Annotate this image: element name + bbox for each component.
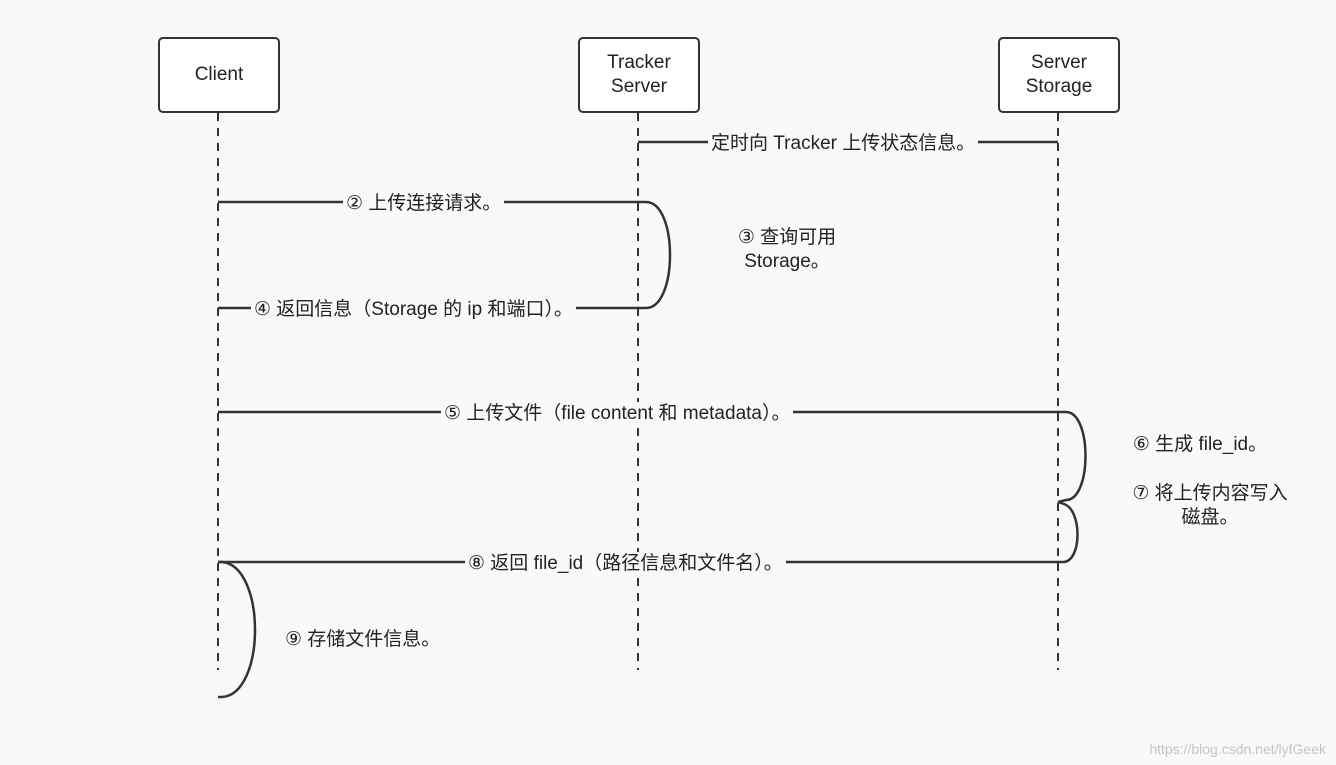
- participant-tracker-label-1: Tracker: [607, 52, 671, 73]
- participant-tracker-server: Tracker Server: [578, 37, 700, 113]
- message-label-upload-file: ⑤ 上传文件（file content 和 metadata）。: [441, 402, 794, 426]
- note-write-line-1: ⑦ 将上传内容写入: [1132, 483, 1288, 504]
- watermark: https://blog.csdn.net/lyfGeek: [1149, 741, 1326, 757]
- message-label-connect-request: ② 上传连接请求。: [343, 192, 505, 216]
- message-label-return-info: ④ 返回信息（Storage 的 ip 和端口）。: [251, 298, 576, 322]
- note-generate-line-1: ⑥ 生成 file_id。: [1132, 434, 1268, 455]
- participant-client: Client: [158, 37, 280, 113]
- self-loop-store: [218, 560, 257, 699]
- self-loop-query: [638, 200, 672, 310]
- note-query-line-1: ③ 查询可用: [737, 227, 837, 248]
- note-write-line-2: 磁盘。: [1181, 507, 1239, 528]
- note-write-disk: ⑦ 将上传内容写入 磁盘。: [1122, 482, 1298, 530]
- note-generate-fileid: ⑥ 生成 file_id。: [1125, 433, 1275, 457]
- note-query-storage: ③ 查询可用 Storage。: [722, 226, 852, 274]
- note-store-file-info: ⑨ 存储文件信息。: [285, 628, 440, 652]
- participant-storage-label-2: Storage: [1025, 76, 1093, 97]
- message-label-status-report: 定时向 Tracker 上传状态信息。: [708, 132, 979, 156]
- self-loop-write: [1057, 500, 1079, 564]
- note-store-line-1: ⑨ 存储文件信息。: [285, 629, 441, 650]
- note-query-line-2: Storage。: [744, 251, 830, 272]
- participant-tracker-label-2: Server: [611, 76, 667, 97]
- participant-server-storage: Server Storage: [998, 37, 1120, 113]
- participant-storage-label-1: Server: [1031, 52, 1087, 73]
- self-loop-generate: [1057, 410, 1087, 504]
- message-label-return-fileid: ⑧ 返回 file_id（路径信息和文件名）。: [465, 552, 786, 576]
- participant-client-label: Client: [194, 64, 244, 85]
